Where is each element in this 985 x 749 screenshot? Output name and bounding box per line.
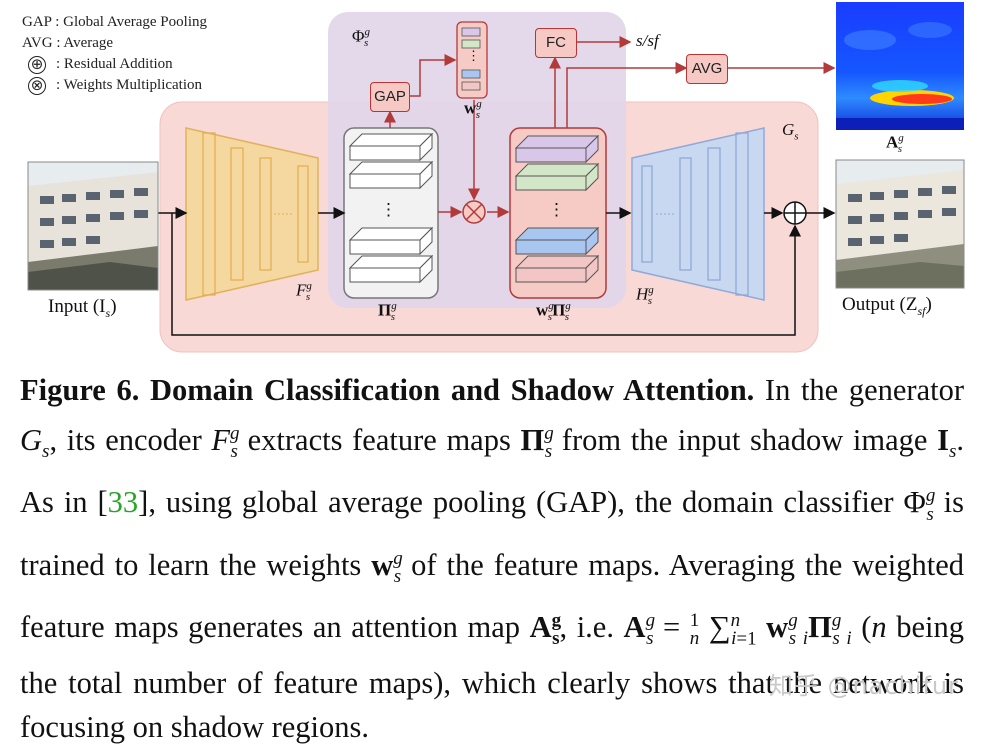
legend-text: : Residual Addition — [56, 56, 173, 72]
generator-label: Gs — [782, 120, 799, 143]
feature-map-stack-gray — [348, 132, 434, 284]
decoder-block — [631, 127, 765, 301]
legend: GAP : Global Average Pooling AVG : Avera… — [22, 12, 207, 96]
legend-item-residual: ⊕ : Residual Addition — [22, 54, 207, 75]
legend-item-multiply: ⊗ : Weights Multiplication — [22, 75, 207, 96]
avg-box: AVG — [686, 54, 728, 84]
encoder-block — [185, 127, 319, 301]
decoder-label: Hgs — [636, 284, 654, 308]
classifier-label: Φgs — [352, 26, 370, 50]
architecture-diagram: GAP : Global Average Pooling AVG : Avera… — [0, 0, 985, 362]
citation-link[interactable]: 33 — [107, 485, 139, 520]
feature-map-stack-colored — [514, 134, 600, 284]
legend-item-avg: AVG : Average — [22, 33, 207, 54]
attention-heatmap — [836, 2, 964, 130]
legend-text: AVG : Average — [22, 35, 114, 51]
weights-dots: ⋮ — [467, 48, 480, 63]
feature-maps-label: Πgs — [378, 300, 397, 324]
attention-label: Ags — [886, 132, 904, 156]
legend-item-gap: GAP : Global Average Pooling — [22, 12, 207, 33]
weights-multiplication-icon: ⊗ — [28, 76, 46, 95]
fc-output-label: s/sf — [636, 31, 659, 50]
weights-label: wgs — [464, 98, 482, 122]
legend-text: : Weights Multiplication — [56, 77, 203, 93]
watermark: 知乎 @nachifur — [768, 672, 959, 700]
fc-box: FC — [535, 28, 577, 58]
input-image — [27, 161, 159, 291]
legend-text: GAP : Global Average Pooling — [22, 14, 207, 30]
feature-dots: ⋮ — [380, 200, 397, 219]
gap-box: GAP — [370, 82, 410, 112]
weighted-maps-label: wgsΠgs — [536, 300, 571, 324]
output-image — [835, 159, 965, 289]
input-label: Input (Is) — [48, 296, 117, 320]
residual-addition-icon: ⊕ — [28, 55, 46, 74]
decoder-layers — [641, 132, 749, 296]
encoder-label: Fgs — [296, 280, 312, 304]
weighted-dots: ⋮ — [548, 200, 565, 219]
figure-label: Figure 6. Domain Classification and Shad… — [20, 373, 755, 407]
weights-cells — [461, 27, 481, 91]
output-label: Output (Zsf) — [842, 294, 932, 318]
diagram-canvas — [27, 2, 965, 353]
encoder-layers — [202, 132, 309, 296]
